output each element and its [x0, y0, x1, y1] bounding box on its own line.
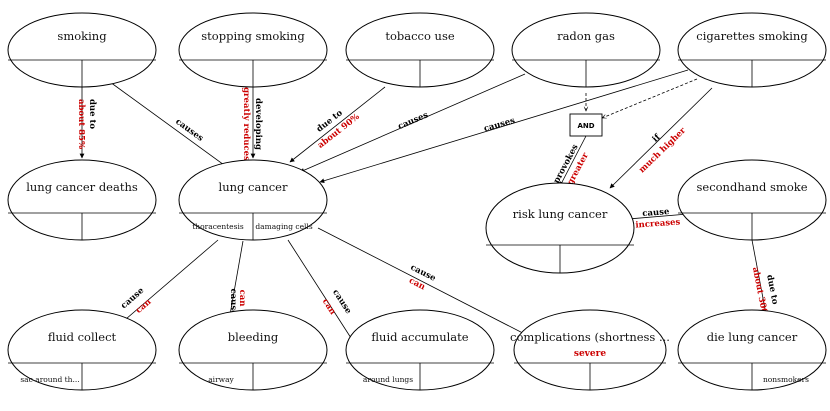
node-title: stopping smoking — [201, 29, 305, 43]
node-radon-gas[interactable]: radon gas — [511, 12, 661, 88]
node-sub-left: thoracentesis — [192, 222, 244, 231]
node-title: risk lung cancer — [513, 207, 608, 221]
node-lung-cancer[interactable]: lung cancer thoracentesis damaging cells — [178, 159, 328, 241]
node-tobacco-use[interactable]: tobacco use — [345, 12, 495, 88]
node-title: cigarettes smoking — [696, 29, 808, 43]
edge-qualifier: greatly reduces — [241, 87, 251, 161]
node-risk-lung-cancer[interactable]: risk lung cancer — [485, 182, 635, 274]
node-fluid-accumulate[interactable]: fluid accumulate around lungs — [345, 309, 495, 391]
node-die-lung-cancer[interactable]: die lung cancer nonsmokers — [677, 309, 827, 391]
node-title: complications (shortness ... — [510, 330, 670, 344]
edge-label: causes — [483, 116, 517, 134]
node-complications[interactable]: complications (shortness ... severe — [510, 309, 670, 391]
edge-and-risk — [559, 135, 587, 187]
edge-label: cause — [228, 288, 238, 316]
and-gate-box — [569, 113, 603, 137]
edge-cigarettes-risk — [609, 87, 713, 189]
edge-qualifier: about 85% — [76, 99, 86, 149]
edge-label: if — [651, 132, 664, 145]
node-bleeding[interactable]: bleeding airway — [178, 309, 328, 391]
node-smoking[interactable]: smoking — [7, 12, 157, 88]
edge-radon-lung-cancer — [299, 73, 526, 173]
edge-cigarettes-lung-cancer — [319, 69, 689, 184]
node-title: fluid accumulate — [371, 330, 468, 344]
and-gate-label: AND — [577, 122, 594, 130]
edge-qualifier: increases — [635, 217, 681, 230]
node-sub-right: around lungs — [363, 375, 413, 384]
edge-secondhand-risk — [627, 213, 689, 222]
edge-label: due to — [87, 99, 97, 129]
node-cigarettes-smoking[interactable]: cigarettes smoking — [677, 12, 827, 88]
node-title: lung cancer deaths — [26, 180, 138, 194]
edge-tobacco-lung-cancer — [289, 86, 386, 163]
node-title: bleeding — [228, 330, 279, 344]
edge-qualifier: can — [237, 290, 247, 307]
node-lung-cancer-deaths[interactable]: lung cancer deaths — [7, 159, 157, 241]
node-stopping-smoking[interactable]: stopping smoking — [178, 12, 328, 88]
edge-cigarettes-and — [602, 78, 698, 118]
node-sub-left: sac around th... — [20, 375, 79, 384]
node-extra: severe — [574, 349, 606, 359]
node-sub-right: nonsmokers — [763, 375, 809, 384]
node-title: radon gas — [557, 29, 615, 43]
edge-label: cause — [642, 207, 670, 219]
node-title: tobacco use — [385, 29, 455, 43]
node-title: smoking — [57, 29, 107, 43]
edge-lc-complications — [317, 227, 549, 347]
edge-qualifier: much higher — [637, 125, 688, 175]
node-fluid-collect[interactable]: fluid collect sac around th... — [7, 309, 157, 391]
node-title: fluid collect — [48, 330, 117, 344]
and-gate: AND — [569, 113, 603, 137]
node-sub-left: airway — [208, 375, 234, 384]
node-secondhand-smoke[interactable]: secondhand smoke — [677, 159, 827, 241]
node-title: secondhand smoke — [696, 180, 807, 194]
edge-label: causes — [397, 110, 430, 132]
node-title: die lung cancer — [707, 330, 798, 344]
node-title: lung cancer — [219, 180, 288, 194]
node-sub-right: damaging cells — [255, 222, 313, 231]
edge-label: developing — [253, 98, 263, 150]
